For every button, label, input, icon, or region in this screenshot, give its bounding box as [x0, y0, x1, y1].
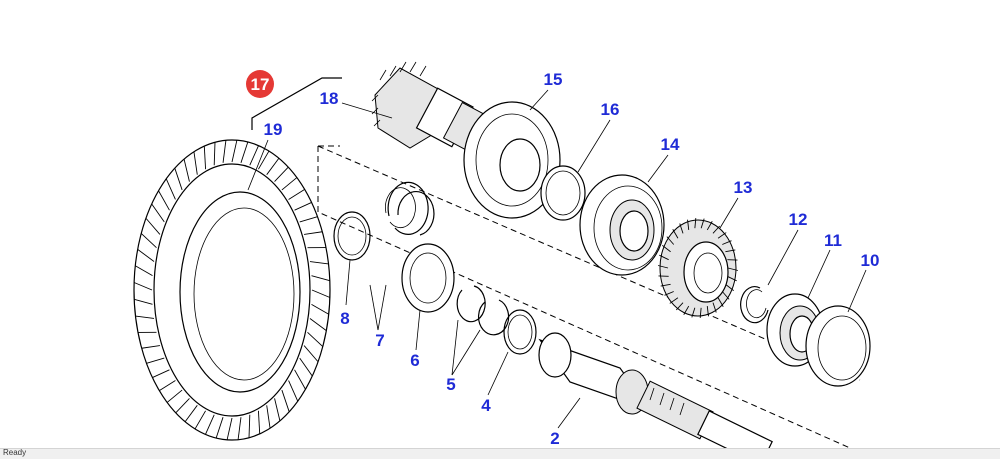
part-10-bearing-race[interactable] — [806, 306, 870, 386]
part-8-circlip[interactable] — [334, 212, 370, 260]
callout-11[interactable]: 11 — [824, 231, 842, 250]
part-5-circlips[interactable] — [457, 286, 508, 335]
callout-19[interactable]: 19 — [264, 120, 283, 139]
callout-17-label: 17 — [251, 75, 270, 94]
part-19-ring-gear[interactable] — [134, 140, 330, 440]
part-16-spacer-ring[interactable] — [541, 166, 585, 220]
callout-15[interactable]: 15 — [544, 70, 563, 89]
callout-13[interactable]: 13 — [734, 178, 753, 197]
exploded-parts-diagram: 17 18 19 15 16 14 13 12 11 10 8 7 6 5 4 … — [0, 0, 1000, 448]
callout-10[interactable]: 10 — [861, 251, 880, 270]
status-bar: Ready — [0, 448, 1000, 459]
part-6-thrust-washer[interactable] — [402, 244, 454, 312]
part-13-spur-gear[interactable] — [658, 218, 738, 318]
callout-5[interactable]: 5 — [446, 375, 455, 394]
callout-8[interactable]: 8 — [340, 309, 349, 328]
callout-6[interactable]: 6 — [410, 351, 419, 370]
part-2-sleeve-shaft[interactable] — [539, 333, 772, 448]
part-14-bearing[interactable] — [580, 175, 664, 275]
status-text: Ready — [3, 448, 26, 457]
callout-7[interactable]: 7 — [375, 331, 384, 350]
part-4-o-ring[interactable] — [504, 310, 536, 354]
callout-4[interactable]: 4 — [481, 396, 491, 415]
callout-14[interactable]: 14 — [661, 135, 680, 154]
part-7-split-rings[interactable] — [385, 182, 434, 235]
callout-18[interactable]: 18 — [320, 89, 339, 108]
callout-12[interactable]: 12 — [789, 210, 808, 229]
part-12-snap-ring[interactable] — [741, 287, 768, 323]
assembly-dashed-outline — [318, 146, 860, 448]
callout-16[interactable]: 16 — [601, 100, 620, 119]
callout-2[interactable]: 2 — [550, 429, 559, 448]
callout-17-badge[interactable]: 17 — [246, 70, 274, 98]
